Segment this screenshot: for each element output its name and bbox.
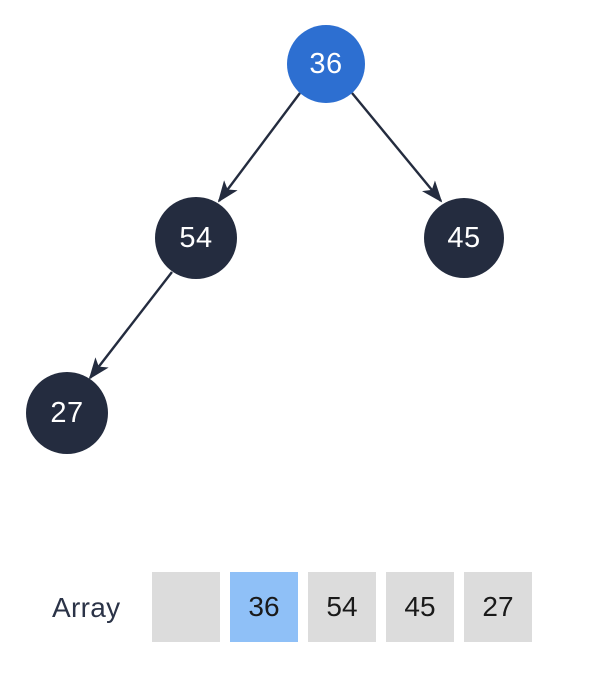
tree-node-label: 36 xyxy=(309,47,343,80)
tree-node-label: 54 xyxy=(179,221,213,254)
array-cell-value: 27 xyxy=(482,591,514,622)
tree-node-label: 45 xyxy=(447,221,481,254)
array-cell-value: 54 xyxy=(326,591,358,622)
tree-edges-layer xyxy=(88,92,443,380)
tree-node-label: 27 xyxy=(50,396,84,429)
tree-node[interactable]: 27 xyxy=(26,372,108,454)
array-cell[interactable]: 27 xyxy=(464,572,532,642)
binary-tree-diagram: 36 54 45 27 xyxy=(26,25,504,454)
array-cell[interactable]: 45 xyxy=(386,572,454,642)
array-cell[interactable] xyxy=(152,572,220,642)
array-representation: Array 36 54 45 27 xyxy=(0,566,608,650)
tree-edge-group xyxy=(88,92,443,380)
tree-edge xyxy=(351,92,443,203)
tree-node[interactable]: 36 xyxy=(287,25,365,103)
tree-edge xyxy=(217,92,301,203)
tree-node[interactable]: 45 xyxy=(424,198,504,278)
array-cell-list: 36 54 45 27 xyxy=(152,572,532,642)
array-cell-value: 45 xyxy=(404,591,436,622)
tree-node[interactable]: 54 xyxy=(155,197,237,279)
tree-edge xyxy=(88,271,173,380)
array-cell-value: 36 xyxy=(248,591,280,622)
array-label: Array xyxy=(52,592,121,623)
array-cell[interactable]: 54 xyxy=(308,572,376,642)
array-cell[interactable]: 36 xyxy=(230,572,298,642)
